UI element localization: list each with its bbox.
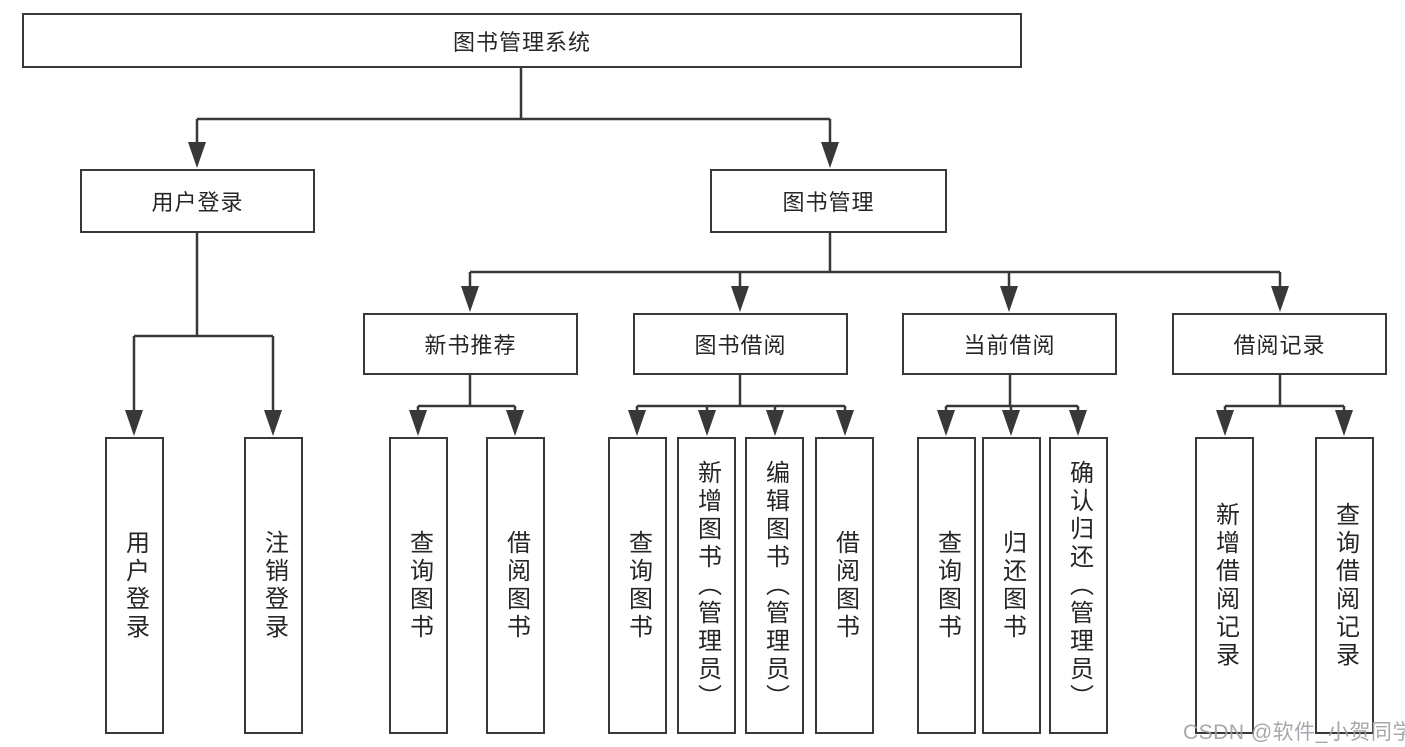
leaf-borrow-borrow-book: 借阅图书 — [815, 437, 874, 734]
leaf-recommend-query-book-label: 查询图书 — [405, 529, 433, 642]
node-new-book-recommend: 新书推荐 — [363, 313, 578, 375]
node-book-management-label: 图书管理 — [782, 190, 875, 215]
connector-bookmgmt-branch — [468, 233, 1282, 296]
node-current-borrow-label: 当前借阅 — [963, 333, 1056, 358]
leaf-records-query-record-label: 查询借阅记录 — [1331, 501, 1359, 670]
node-book-borrow-label: 图书借阅 — [694, 333, 787, 358]
leaf-current-query-book-label: 查询图书 — [933, 529, 961, 642]
leaf-current-confirm-return-admin: 确认归还（管理员） — [1049, 437, 1108, 734]
leaf-borrow-query-book: 查询图书 — [608, 437, 667, 734]
leaf-user-login-label: 用户登录 — [121, 529, 149, 642]
node-borrow-records-label: 借阅记录 — [1233, 333, 1326, 358]
leaf-borrow-borrow-book-label: 借阅图书 — [831, 529, 859, 642]
arrowhead-icons — [125, 142, 1353, 436]
leaf-recommend-borrow-book: 借阅图书 — [486, 437, 545, 734]
leaf-borrow-edit-book-admin-label: 编辑图书（管理员） — [761, 459, 789, 712]
node-user-login: 用户登录 — [80, 169, 315, 233]
connector-borrow-branch — [635, 375, 847, 418]
leaf-user-login: 用户登录 — [105, 437, 164, 734]
node-root: 图书管理系统 — [22, 13, 1022, 68]
node-user-login-label: 用户登录 — [151, 190, 244, 215]
leaf-current-confirm-return-admin-label: 确认归还（管理员） — [1065, 459, 1093, 712]
leaf-current-query-book: 查询图书 — [917, 437, 976, 734]
node-book-management: 图书管理 — [710, 169, 947, 233]
leaf-borrow-add-book-admin-label: 新增图书（管理员） — [693, 459, 721, 712]
leaf-borrow-add-book-admin: 新增图书（管理员） — [677, 437, 736, 734]
node-book-borrow: 图书借阅 — [633, 313, 848, 375]
leaf-recommend-query-book: 查询图书 — [389, 437, 448, 734]
csdn-watermark: CSDN @软件_小贺同学 — [1183, 721, 1405, 744]
leaf-logout-label: 注销登录 — [260, 529, 288, 642]
leaf-recommend-borrow-book-label: 借阅图书 — [502, 529, 530, 642]
connector-root-to-level1 — [195, 67, 832, 148]
connector-recommend-branch — [416, 375, 517, 418]
leaf-borrow-edit-book-admin: 编辑图书（管理员） — [745, 437, 804, 734]
node-borrow-records: 借阅记录 — [1172, 313, 1387, 375]
connector-userlogin-branch — [132, 233, 275, 418]
leaf-records-add-record-label: 新增借阅记录 — [1211, 501, 1239, 670]
leaf-records-query-record: 查询借阅记录 — [1315, 437, 1374, 734]
leaf-logout: 注销登录 — [244, 437, 303, 734]
connector-records-branch — [1223, 375, 1346, 418]
leaf-borrow-query-book-label: 查询图书 — [624, 529, 652, 642]
node-root-label: 图书管理系统 — [452, 29, 591, 55]
leaf-current-return-book-label: 归还图书 — [998, 529, 1026, 642]
node-new-book-recommend-label: 新书推荐 — [424, 333, 517, 358]
node-current-borrow: 当前借阅 — [902, 313, 1117, 375]
leaf-records-add-record: 新增借阅记录 — [1195, 437, 1254, 734]
leaf-current-return-book: 归还图书 — [982, 437, 1041, 734]
